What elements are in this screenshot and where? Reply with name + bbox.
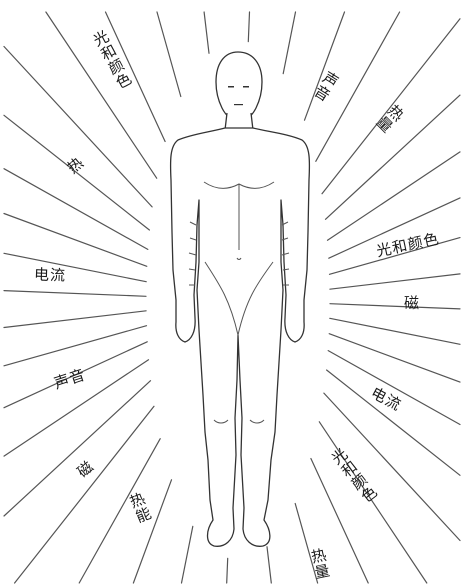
ray-line xyxy=(4,326,147,366)
ray-line xyxy=(267,547,271,583)
ray-line xyxy=(330,304,460,309)
ray-line xyxy=(4,311,146,328)
ray-line xyxy=(4,214,147,267)
ray-line xyxy=(4,47,152,207)
human-figure xyxy=(171,52,310,546)
ray-line xyxy=(182,526,193,583)
ray-line xyxy=(283,12,295,74)
ray-line xyxy=(328,152,461,240)
ray-line xyxy=(248,12,249,42)
ray-line xyxy=(204,12,209,53)
ray-line xyxy=(227,558,228,583)
mouth xyxy=(234,104,243,105)
ray-line xyxy=(157,12,181,97)
ray-line xyxy=(330,274,460,289)
ray-line xyxy=(330,318,460,344)
ray-line xyxy=(4,169,148,250)
head xyxy=(216,52,262,121)
right-eye xyxy=(243,86,249,88)
ray-line xyxy=(4,291,146,297)
body-outline xyxy=(171,128,310,546)
label-electric-left: 电流 xyxy=(34,267,67,283)
label-magnet-right: 磁 xyxy=(404,296,420,311)
left-eye xyxy=(228,86,234,88)
